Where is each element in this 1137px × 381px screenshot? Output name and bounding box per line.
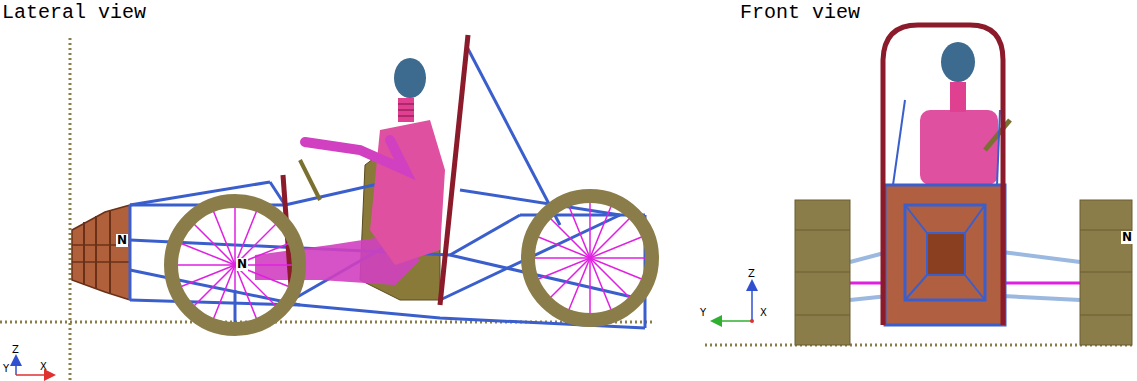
front-view bbox=[705, 25, 1132, 345]
chassis-body bbox=[885, 185, 1005, 325]
axis-label: Y bbox=[700, 307, 706, 318]
reference-line bbox=[69, 38, 72, 381]
node-marker: N bbox=[1121, 231, 1133, 244]
view-title: Front view bbox=[740, 2, 860, 24]
driver-dummy bbox=[920, 42, 1010, 185]
axis-label: Z bbox=[748, 268, 755, 279]
node-marker: N bbox=[236, 258, 248, 271]
axis-label: Z bbox=[12, 344, 19, 355]
main-roll-hoop bbox=[440, 35, 468, 305]
rear-wheel bbox=[528, 196, 652, 320]
chassis-frame bbox=[130, 45, 645, 328]
left-wheel bbox=[795, 200, 850, 345]
main-roll-hoop bbox=[883, 25, 1003, 325]
node-marker: N bbox=[116, 234, 128, 247]
front-wheel bbox=[171, 201, 299, 329]
view-title: Lateral view bbox=[2, 2, 146, 24]
right-wheel bbox=[1080, 200, 1132, 345]
axis-triad bbox=[716, 285, 754, 323]
axis-label: X bbox=[760, 307, 767, 318]
driver-dummy bbox=[255, 58, 445, 285]
chassis-frame bbox=[905, 205, 985, 300]
lateral-view bbox=[0, 35, 655, 381]
ground-line bbox=[705, 344, 1132, 347]
axis-triad bbox=[16, 360, 50, 375]
axis-label: Y bbox=[3, 363, 9, 374]
axis-label: X bbox=[40, 361, 47, 372]
impact-attenuator bbox=[72, 205, 130, 300]
